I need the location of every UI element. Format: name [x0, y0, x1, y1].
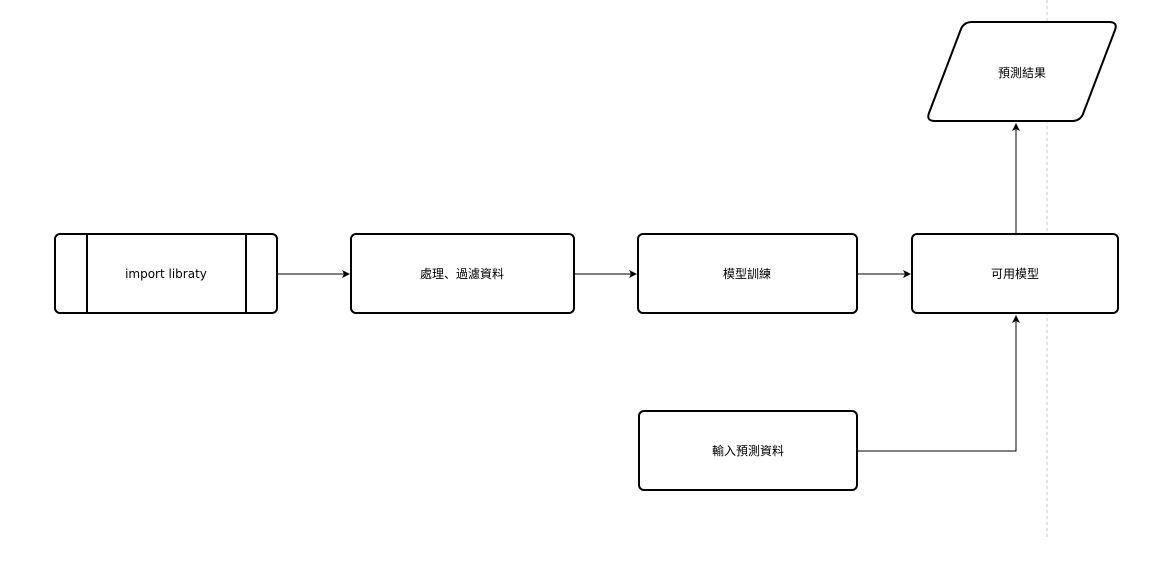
node-label: 預測結果 — [998, 66, 1046, 80]
node-input-prediction-data[interactable]: 輸入預測資料 — [638, 410, 858, 491]
node-label: 模型訓練 — [723, 266, 771, 281]
node-prediction-result[interactable]: 預測結果 — [927, 21, 1117, 122]
node-label: 可用模型 — [991, 267, 1039, 281]
process-shape — [350, 233, 575, 314]
subprocess-shape — [54, 233, 278, 314]
node-process-data[interactable]: 處理、過濾資料 — [350, 233, 575, 314]
data-parallelogram-shape — [927, 21, 1117, 122]
process-shape — [638, 410, 858, 491]
node-usable-model[interactable]: 可用模型 — [911, 233, 1119, 314]
node-label: 處理、過濾資料 — [420, 266, 504, 281]
node-import-library[interactable]: import libraty — [54, 233, 278, 314]
node-label: import libraty — [125, 267, 207, 281]
node-model-training[interactable]: 模型訓練 — [637, 233, 858, 314]
process-shape — [637, 233, 858, 314]
edge-input-to-model — [858, 315, 1020, 452]
node-label: 輸入預測資料 — [712, 443, 784, 458]
process-shape — [911, 233, 1119, 314]
